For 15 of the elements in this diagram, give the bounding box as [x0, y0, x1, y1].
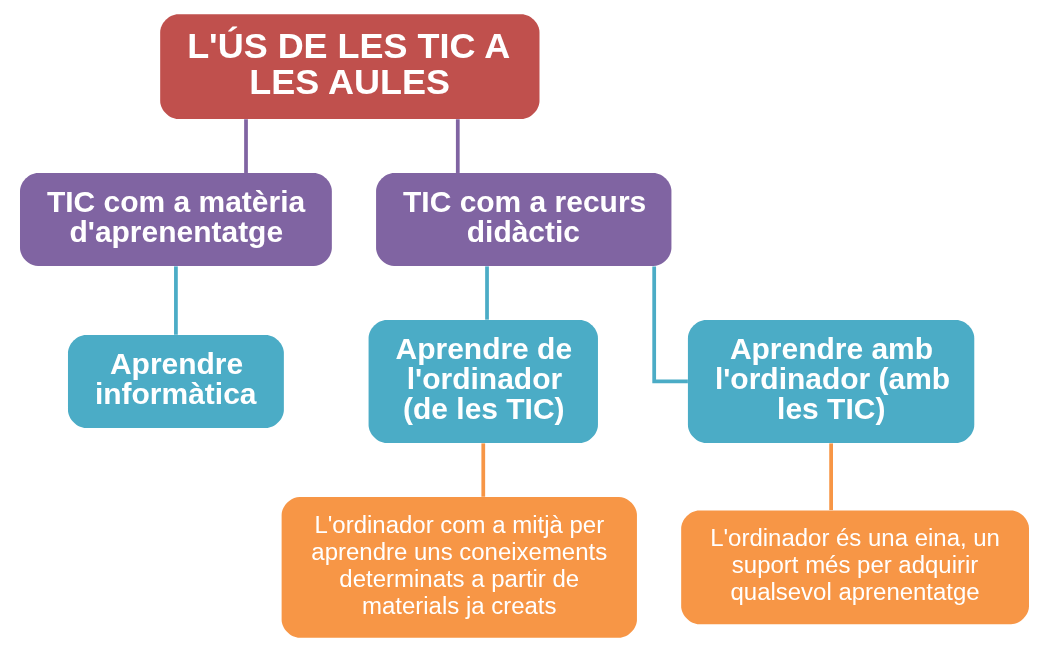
node-box: TIC com a recurs didàctic	[376, 173, 672, 267]
connector	[481, 443, 486, 497]
node-box: L'ordinador és una eina, un suport més per adquirir qualsevol aprenentatge	[681, 510, 1029, 625]
node-box: Aprendre de l'ordinador (de les TIC)	[368, 320, 598, 443]
node-box: TIC com a matèria d'aprenentatge	[20, 173, 332, 267]
connector	[455, 119, 460, 173]
connector	[485, 266, 489, 320]
connector	[244, 119, 248, 173]
connector	[829, 443, 833, 511]
connector	[174, 266, 178, 335]
connector	[652, 266, 688, 384]
node-box: Aprendre amb l'ordinador (amb les TIC)	[687, 320, 975, 443]
node-box: Aprendre informàtica	[67, 335, 284, 428]
node-box: L'ordinador com a mitjà per aprendre uns coneixements determinats a partir de materials ja creats	[281, 496, 637, 638]
node-box: L'ÚS DE LES TIC A LES AULES	[160, 14, 540, 120]
